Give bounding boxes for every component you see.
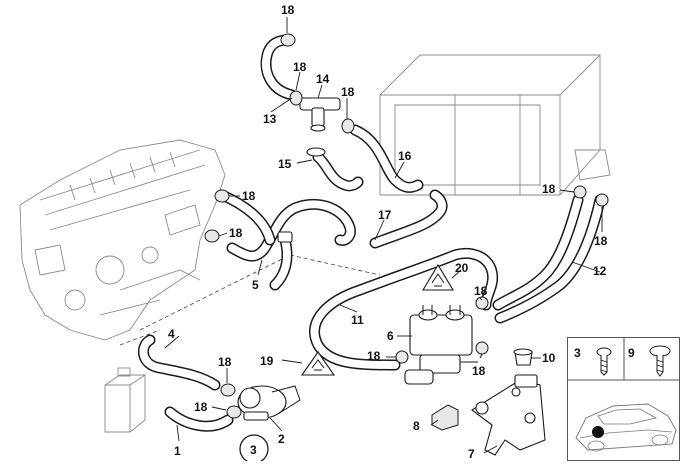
heater-core-outline [379, 54, 611, 196]
reservoir-outline [104, 367, 146, 433]
callout-18: 18 [474, 284, 488, 298]
warning-label-20 [422, 263, 454, 291]
hose-11 [309, 248, 498, 371]
hose-13 [260, 34, 298, 101]
hose-5 [216, 189, 356, 291]
callout-8: 8 [413, 419, 420, 433]
callout-4: 4 [168, 327, 175, 341]
inset-drawing [568, 338, 680, 452]
callout-20: 20 [455, 261, 469, 275]
aux-pump-2 [237, 385, 301, 421]
hose-16 [349, 124, 424, 193]
plug-10 [513, 348, 533, 366]
hose-4 [138, 334, 221, 391]
callout-18: 18 [367, 349, 381, 363]
callout-10: 10 [542, 351, 556, 365]
callout-18: 18 [229, 226, 243, 240]
callout-1: 1 [174, 444, 181, 458]
callout-18: 18 [194, 400, 208, 414]
hose-15 [312, 151, 364, 192]
callout-18: 18 [281, 3, 295, 17]
foam-pad-8 [431, 404, 459, 431]
callout-14: 14 [316, 72, 330, 86]
bracket-7 [471, 374, 546, 456]
callout-6: 6 [387, 329, 394, 343]
circled-callout-3-label: 3 [250, 443, 257, 457]
callout-18: 18 [242, 189, 256, 203]
t-connector-14 [299, 97, 341, 132]
callout-18: 18 [594, 234, 608, 248]
engine-block-outline [19, 139, 226, 341]
callout-13: 13 [263, 112, 277, 126]
screw-3 [596, 347, 612, 376]
warning-label-19 [300, 351, 336, 376]
callout-12: 12 [593, 264, 607, 278]
callout-11: 11 [351, 313, 364, 327]
callout-18: 18 [293, 60, 307, 74]
car-location-outline [575, 403, 677, 452]
callout-15: 15 [278, 157, 292, 171]
hose-17 [369, 189, 448, 249]
leader-lines [164, 17, 603, 454]
inset-callout-3: 3 [574, 346, 581, 360]
callout-2: 2 [278, 432, 285, 446]
callout-18: 18 [542, 182, 556, 196]
guide-line [119, 254, 381, 346]
callout-7: 7 [468, 447, 475, 461]
callout-5: 5 [252, 278, 259, 292]
ring-15 [306, 147, 326, 157]
callout-19: 19 [260, 354, 274, 368]
callout-18: 18 [218, 355, 232, 369]
screw-9 [649, 345, 671, 377]
heater-valve-6 [404, 305, 478, 385]
hose-clamps-18 [204, 33, 609, 419]
inset-callout-9: 9 [628, 346, 635, 360]
callout-16: 16 [398, 149, 412, 163]
callout-18: 18 [472, 364, 486, 378]
inset-panel: 3 9 [567, 337, 680, 461]
callout-18: 18 [341, 85, 355, 99]
hose-1 [164, 406, 234, 432]
hose-12 [492, 194, 606, 324]
callout-17: 17 [378, 208, 392, 222]
location-dot [592, 426, 604, 438]
